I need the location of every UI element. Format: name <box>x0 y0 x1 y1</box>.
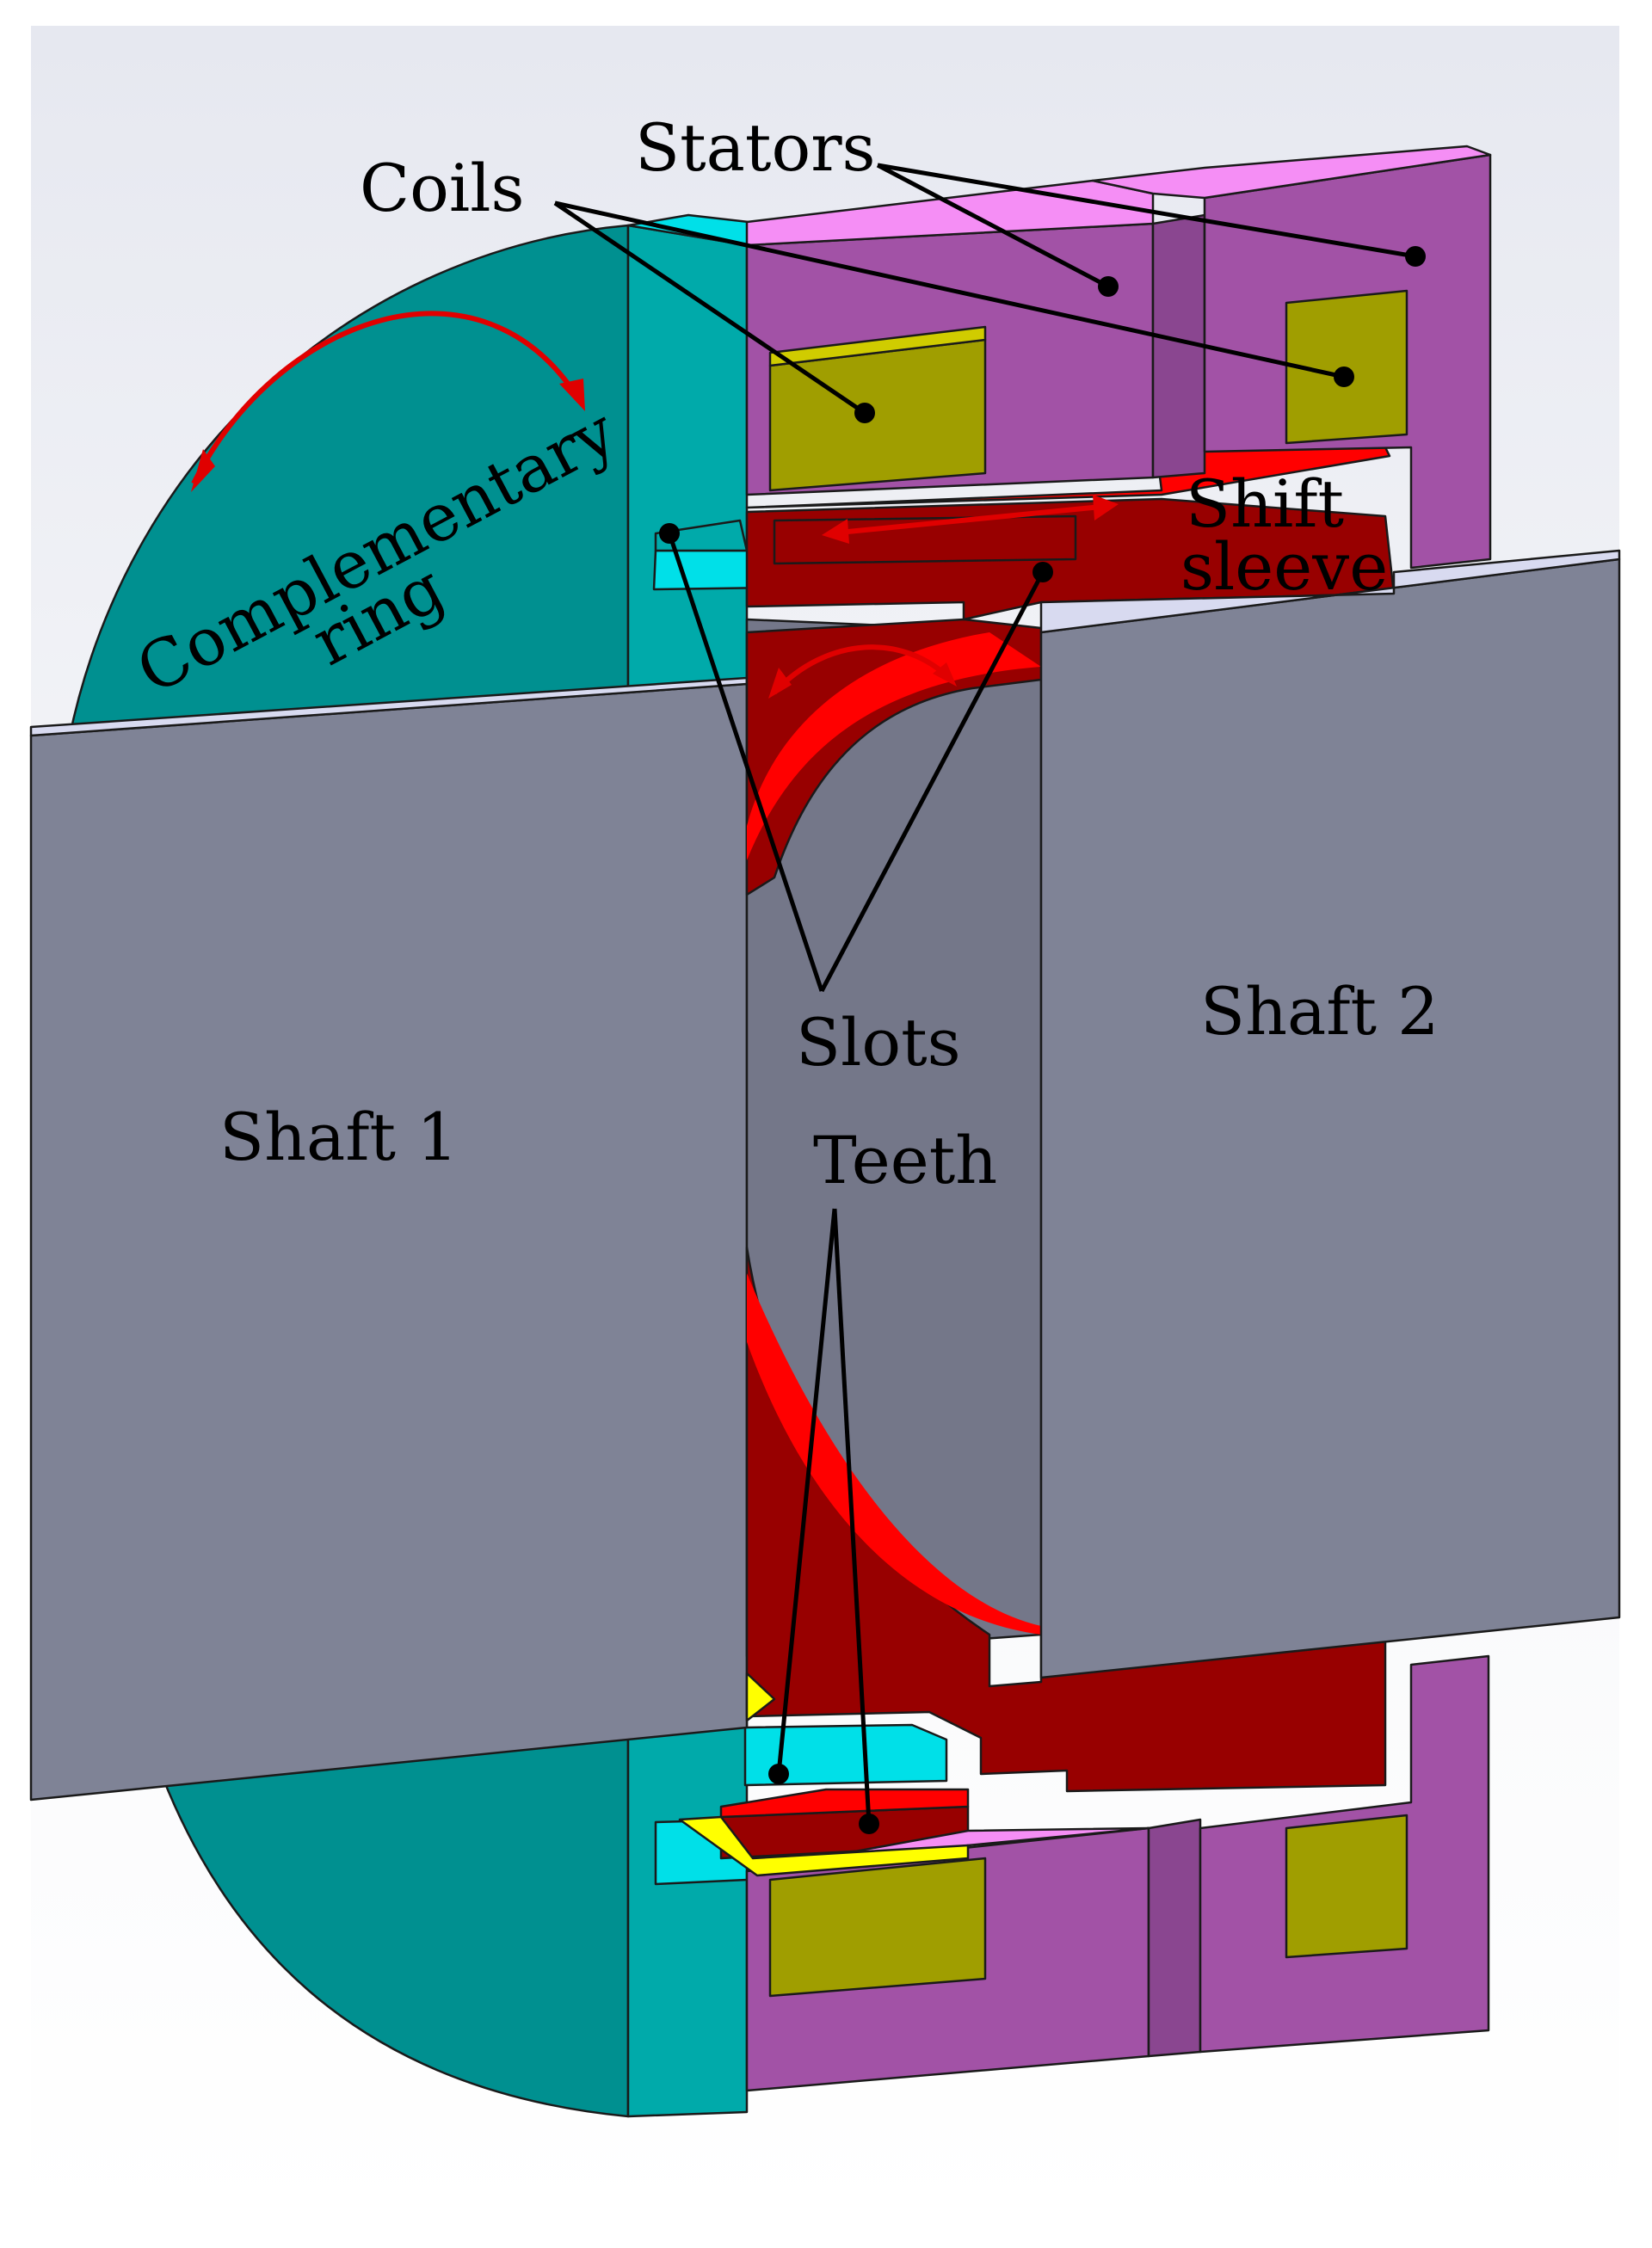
label-shaft-1: Shaft 1 <box>219 1099 459 1175</box>
sleeve-axial-arrow <box>822 495 1119 544</box>
label-sleeve: sleeve <box>1180 528 1388 605</box>
coil-1-lower <box>768 1857 987 1998</box>
ring-lower-flange <box>743 1723 948 1787</box>
label-shift: Shift <box>1186 465 1344 542</box>
sleeve-upper-bright-face <box>747 632 1041 860</box>
shaft-1-body <box>29 682 749 1801</box>
label-slots: Slots <box>796 1004 961 1081</box>
coil-2-lower <box>1285 1814 1409 1959</box>
shaft-2-body <box>1039 557 1621 1679</box>
sleeve-bright-face <box>747 1273 1041 1635</box>
teeth-leaders <box>768 1208 879 1834</box>
shaft-2-top-edge <box>1039 549 1621 634</box>
slots-leaders <box>659 523 1053 993</box>
stator-2-upper-top <box>1091 145 1492 200</box>
ring-rotation-arrow <box>191 311 585 492</box>
sleeve-rotation-arrow <box>768 644 957 699</box>
label-teeth: Teeth <box>813 1122 997 1198</box>
label-coils: Coils <box>360 150 525 226</box>
lower-tooth-yellow-2 <box>745 1672 776 1722</box>
lower-tooth-yellow-1 <box>678 1815 970 1877</box>
stator-1-lower-dark <box>1147 1818 1202 2058</box>
label-shaft-2: Shaft 2 <box>1200 973 1439 1050</box>
stators-leaders <box>876 163 1426 297</box>
coils-leaders <box>553 200 1354 423</box>
sleeve-lower-bar-top <box>719 1788 970 1819</box>
label-stators: Stators <box>635 109 876 186</box>
coil-1-upper-top <box>768 325 987 367</box>
shift-sleeve-body <box>745 618 1043 896</box>
